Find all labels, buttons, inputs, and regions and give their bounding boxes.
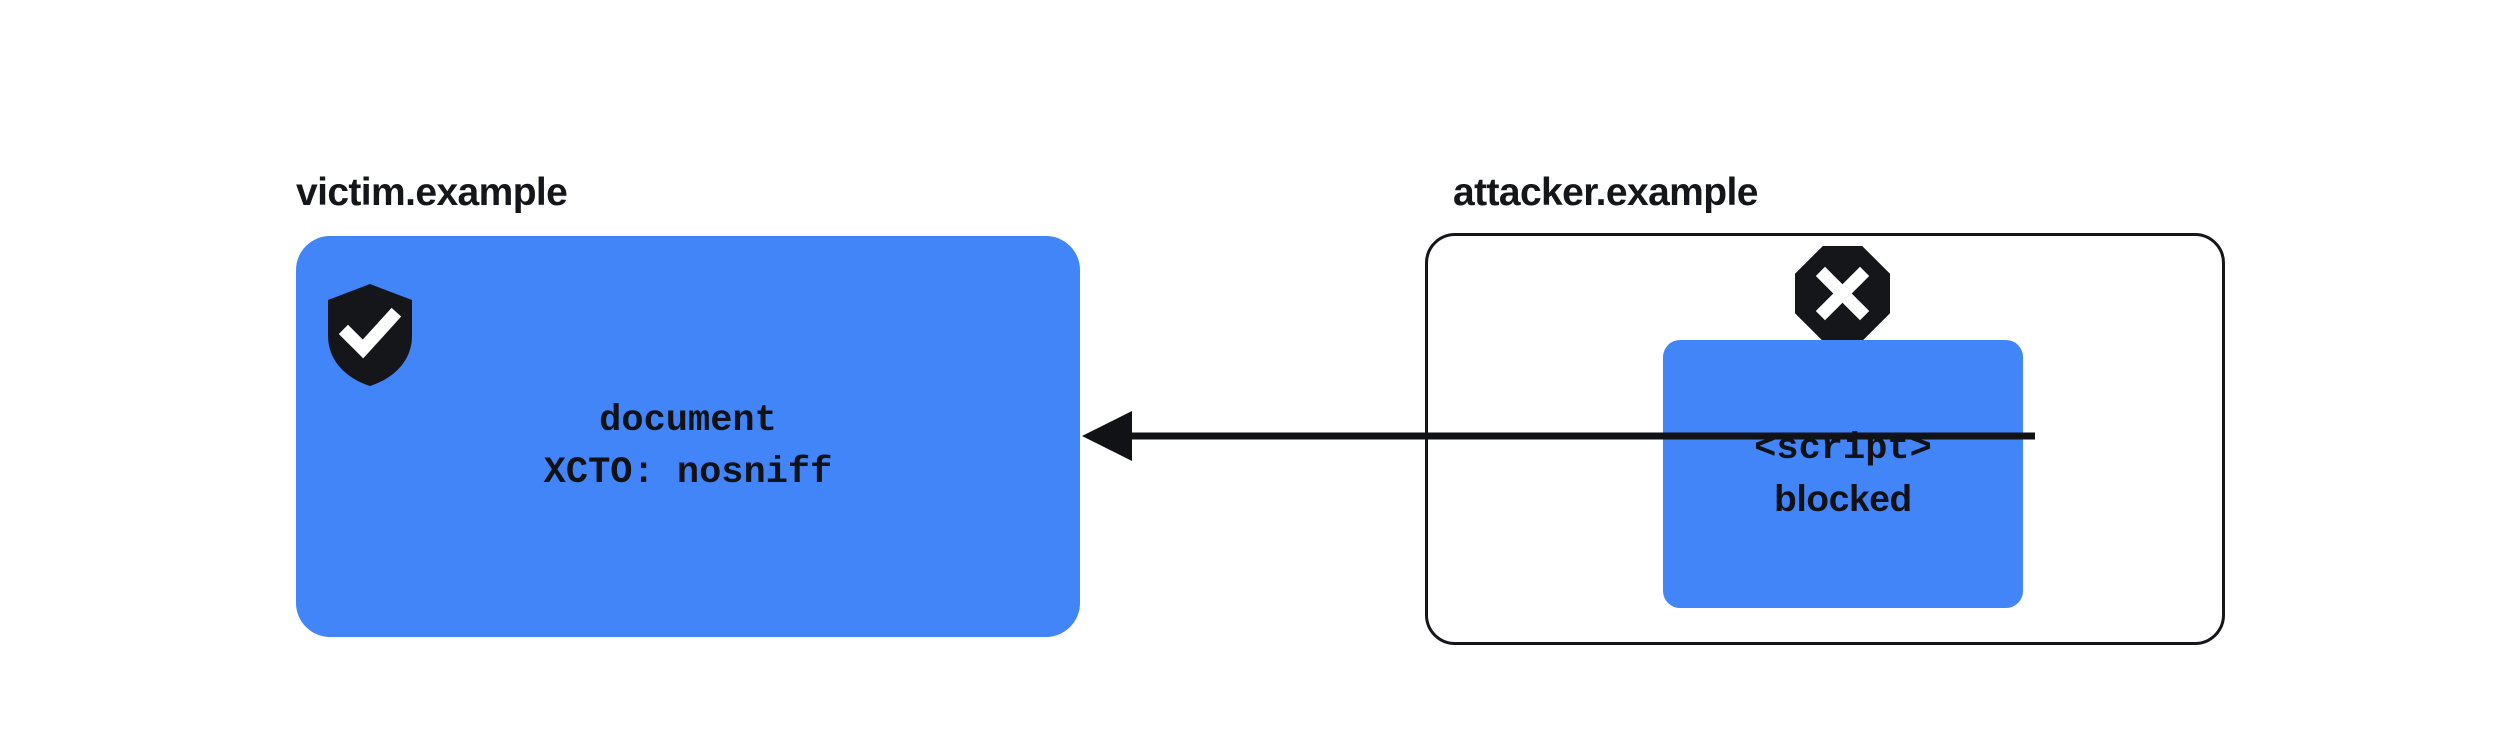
octagon-x-icon <box>1795 246 1890 341</box>
victim-document-line-1: document <box>599 400 777 443</box>
victim-document-text: document XCTO: nosniff <box>296 236 1080 637</box>
script-status-label: blocked <box>1774 478 1912 519</box>
victim-document-line-2: XCTO: nosniff <box>543 451 833 494</box>
attacker-script-block: <script> blocked <box>1663 340 2023 608</box>
left-arrow-icon <box>1070 405 2035 467</box>
victim-document-panel: document XCTO: nosniff <box>296 236 1080 637</box>
victim-domain-label: victim.example <box>296 171 568 214</box>
shield-check-icon <box>328 284 412 386</box>
attacker-domain-label: attacker.example <box>1453 171 1758 214</box>
